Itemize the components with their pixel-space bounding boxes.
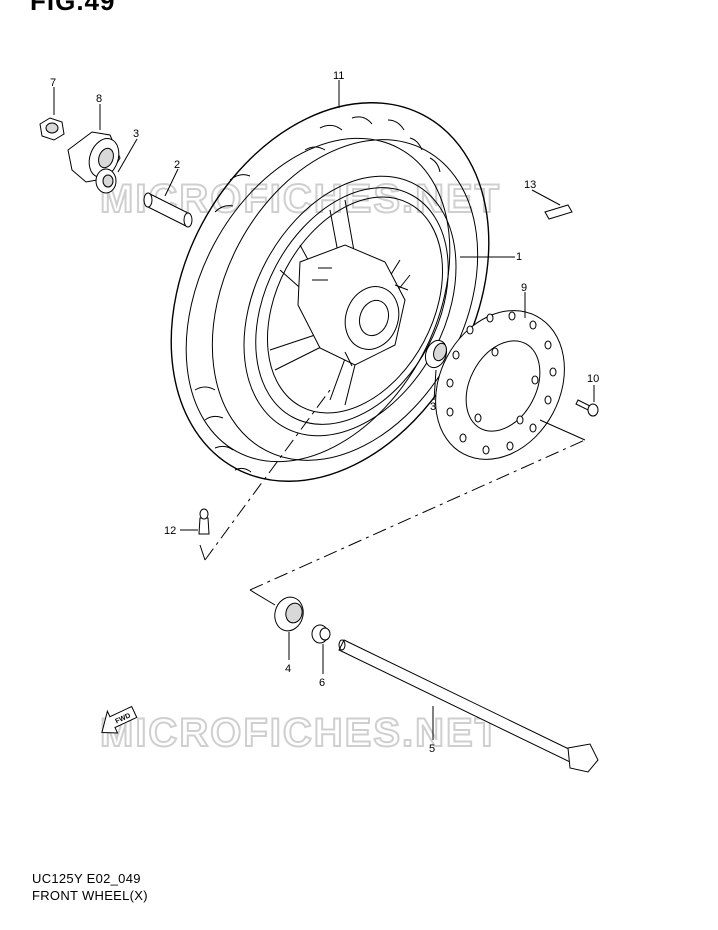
balance-weight: [544, 204, 573, 220]
callout-13: 13: [524, 179, 536, 191]
front-axle: [338, 639, 599, 773]
callout-2: 2: [174, 159, 180, 171]
axle-nut: [39, 117, 65, 141]
callout-5: 5: [429, 743, 435, 755]
callout-7: 7: [50, 77, 56, 89]
callout-3-upper: 3: [133, 128, 139, 140]
diagram-name: FRONT WHEEL(X): [32, 888, 148, 903]
diagram-code: UC125Y E02_049: [32, 871, 141, 886]
callout-4: 4: [285, 663, 291, 675]
spacer: [143, 192, 193, 228]
callouts: 7 8 3 2 11 13 1 9 10 3 12 4 6 5: [50, 70, 599, 755]
disc-bolt: [575, 399, 599, 417]
callout-12: 12: [164, 525, 176, 537]
bearing-left: [95, 168, 117, 194]
brake-disc: [435, 310, 565, 460]
axle-spacer: [311, 624, 331, 644]
callout-1: 1: [516, 251, 522, 263]
watermark-bottom: MICROFICHES.NET: [100, 711, 501, 755]
callout-8: 8: [96, 93, 102, 105]
forward-arrow-icon: FWD: [101, 705, 138, 734]
callout-6: 6: [319, 677, 325, 689]
bearing-rim: [424, 339, 448, 369]
air-valve: [198, 508, 210, 535]
speedometer-gearbox: [67, 131, 121, 183]
callout-3-lower: 3: [430, 401, 436, 413]
assembly-lines: [199, 389, 586, 606]
leader-lines: [53, 80, 595, 740]
rim: [243, 175, 457, 437]
callout-9: 9: [521, 282, 527, 294]
bearing-bottom: [274, 596, 304, 632]
callout-11: 11: [333, 70, 344, 82]
figure-title: FIG.49: [30, 0, 116, 16]
tire: [170, 102, 490, 482]
callout-10: 10: [587, 373, 599, 385]
